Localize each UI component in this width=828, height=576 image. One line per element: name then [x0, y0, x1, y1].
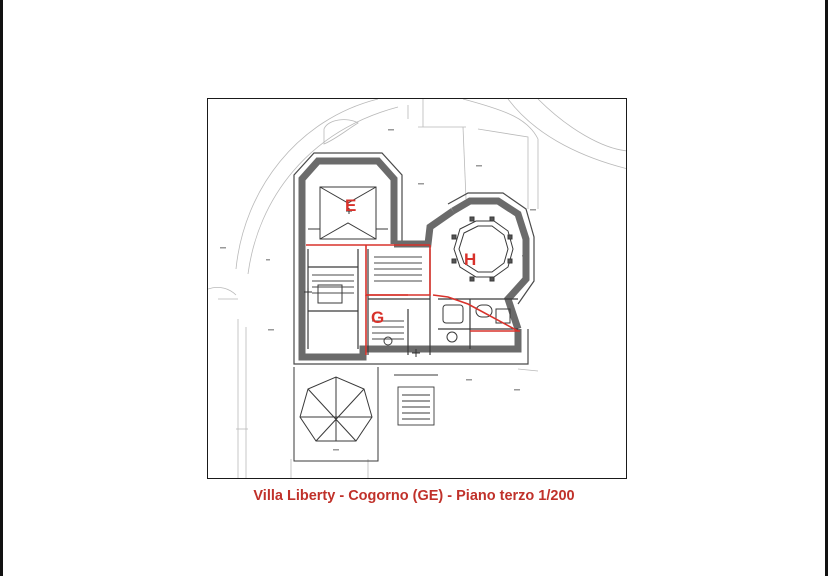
entrance-porch: [293, 367, 379, 462]
exterior-stair: [394, 374, 438, 426]
floor-plan-drawing: [208, 99, 626, 478]
right-border: [825, 0, 828, 576]
exterior-walls: [293, 152, 535, 365]
stair-hatching: [312, 256, 422, 340]
north-markers: [304, 208, 420, 357]
octagon-room: [451, 216, 514, 282]
plan-caption: Villa Liberty - Cogorno (GE) - Piano ter…: [253, 488, 575, 504]
site-context: [208, 99, 626, 478]
room-label-e: E: [345, 196, 357, 215]
tower-e-interior: [308, 186, 388, 240]
room-label-g: G: [371, 308, 385, 327]
floor-plan-sheet: E H G: [207, 98, 627, 479]
unit-boundaries: [306, 244, 520, 355]
room-label-h: H: [464, 250, 477, 269]
left-border: [0, 0, 3, 576]
fixtures: [317, 284, 511, 346]
interior-walls: [307, 249, 518, 355]
